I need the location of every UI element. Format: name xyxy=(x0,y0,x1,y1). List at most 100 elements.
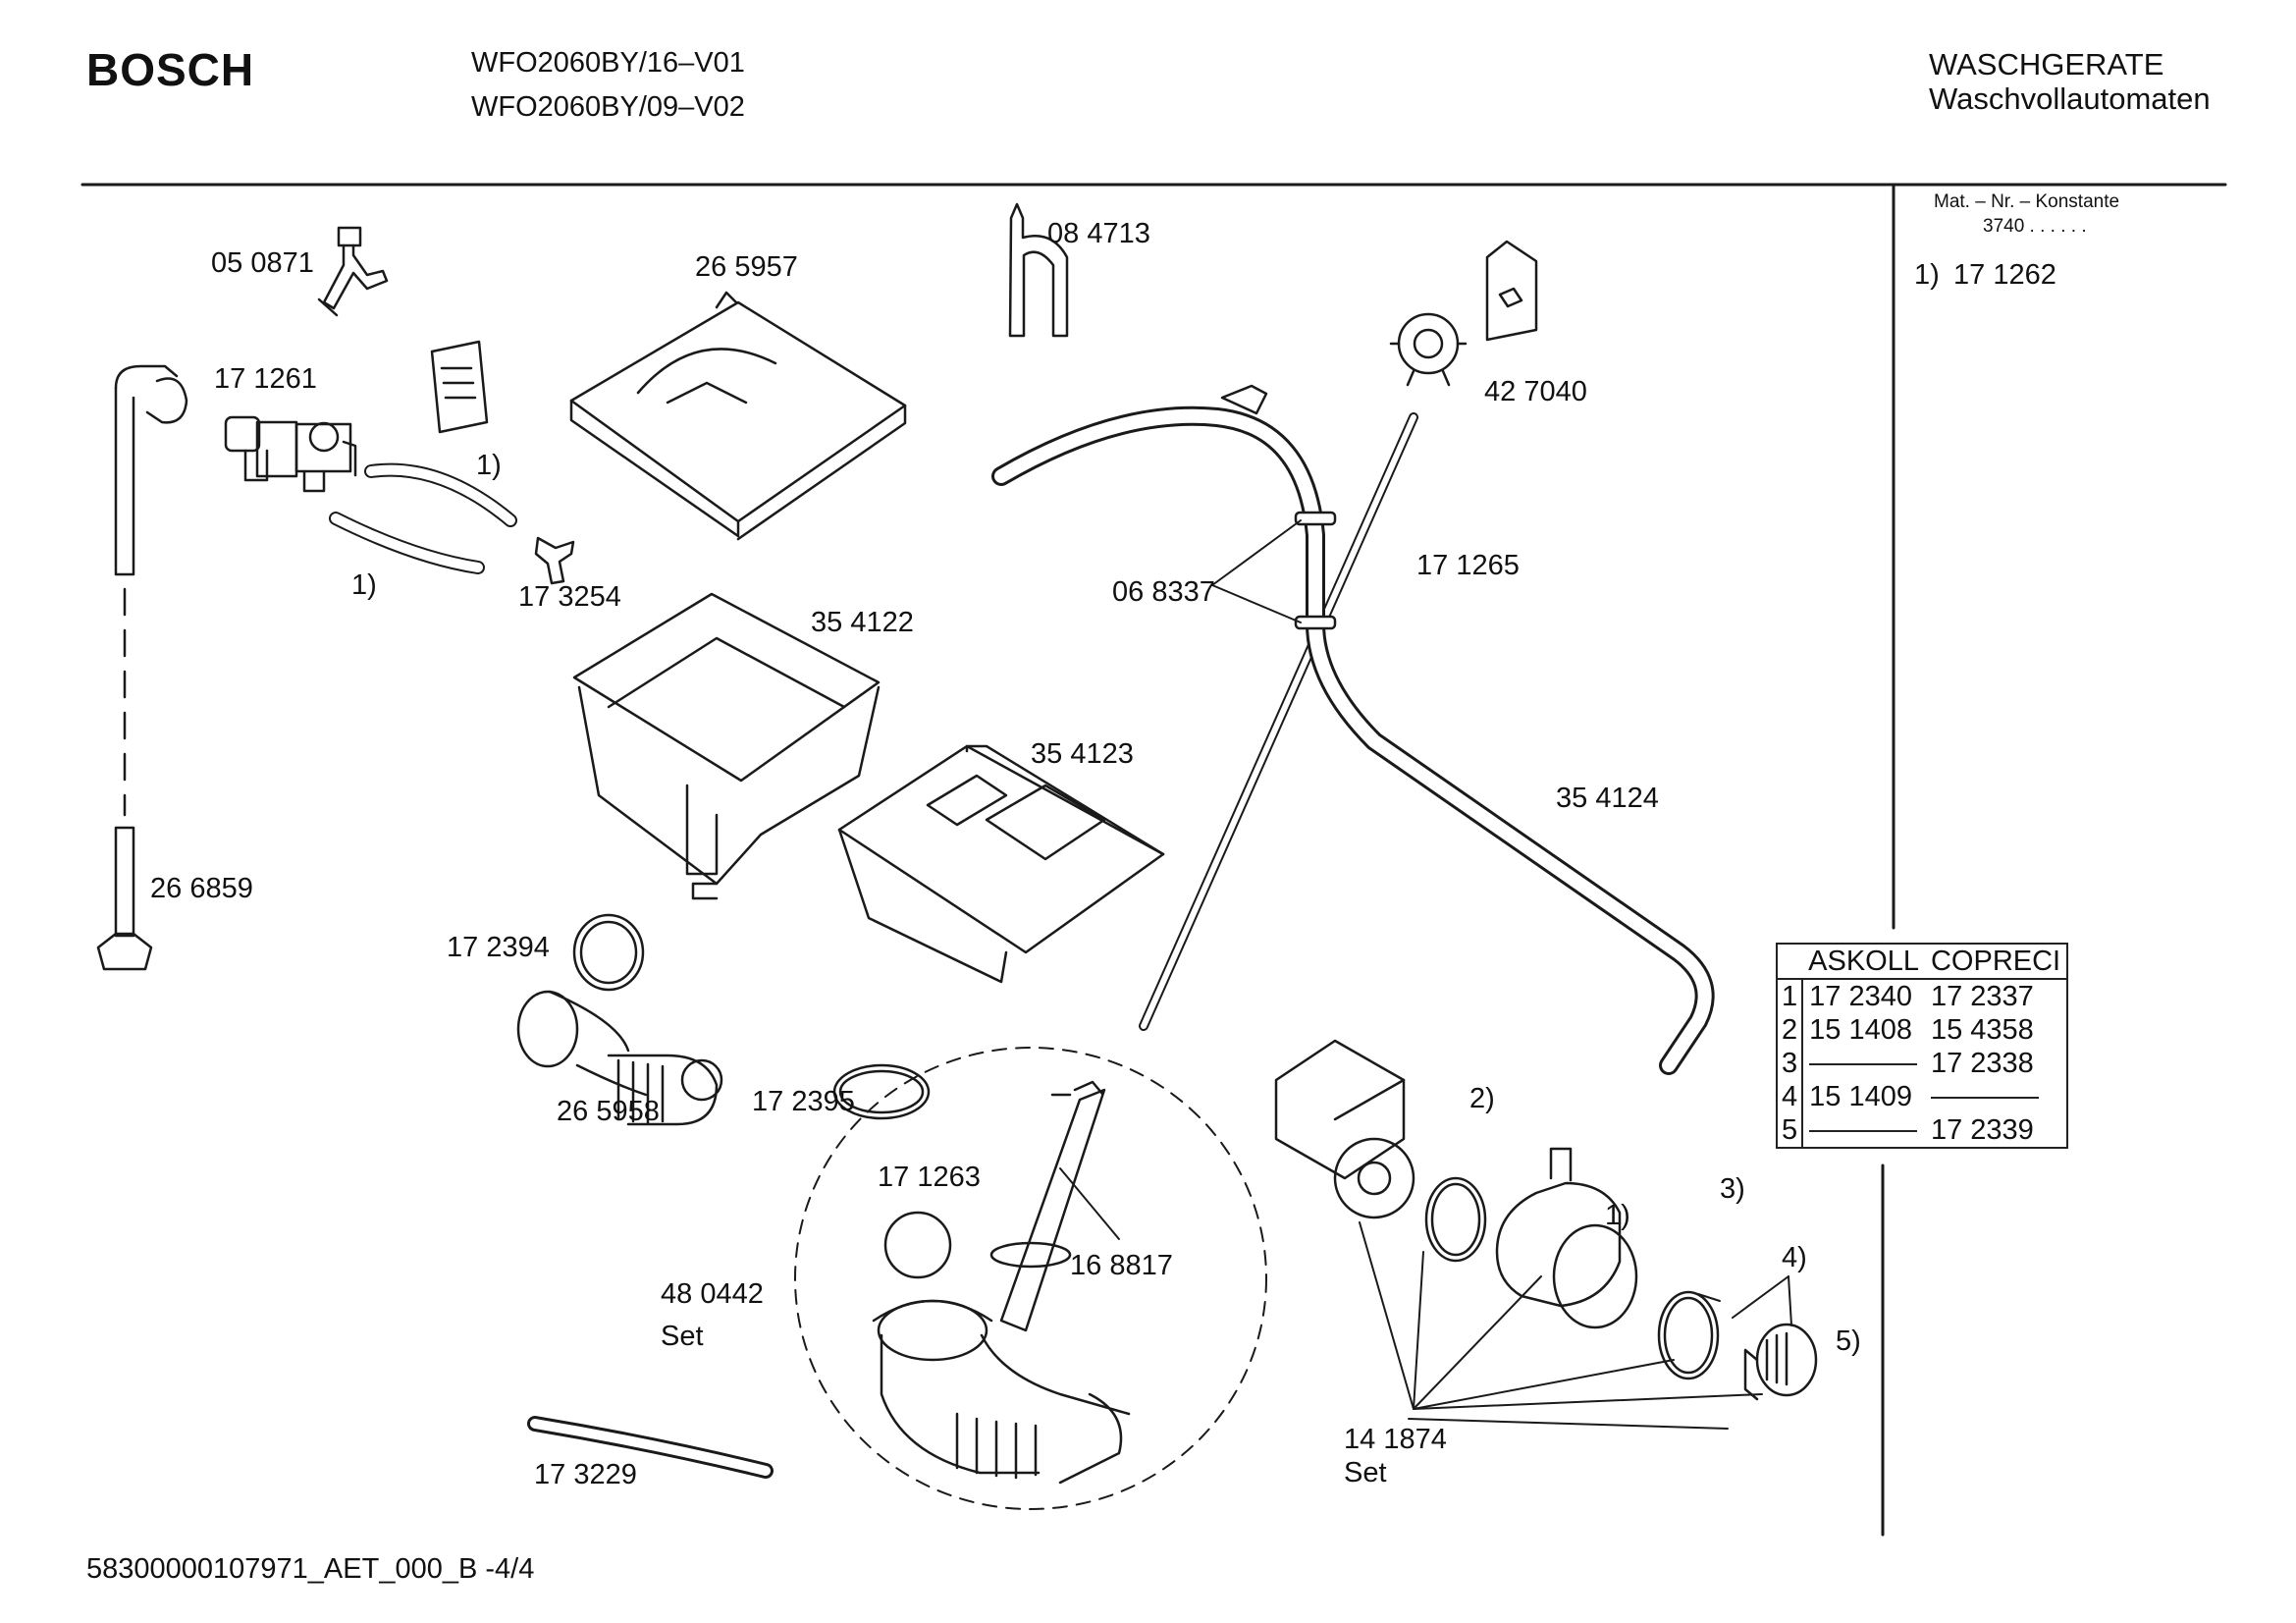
copreci-part: 17 2339 xyxy=(1930,1114,2034,1146)
copreci-part: 15 4358 xyxy=(1930,1014,2034,1046)
askoll-part-none xyxy=(1802,1047,1925,1080)
part-label-173254: 17 3254 xyxy=(518,581,621,613)
part-label-172394: 17 2394 xyxy=(447,932,550,963)
supplier-table-header-copreci: COPRECI xyxy=(1924,944,2068,980)
material-number-value: 3740 . . . . . . xyxy=(1983,216,2087,237)
table-row: 4 15 1409 xyxy=(1777,1080,2067,1113)
label-card-part xyxy=(430,340,489,434)
not-available-dash xyxy=(1809,1130,1918,1133)
row-index: 5 xyxy=(1777,1113,1804,1148)
copreci-part: 17 2338 xyxy=(1930,1048,2034,1079)
category-subtitle: Waschvollautomaten xyxy=(1929,81,2211,116)
hose-clamp-lower xyxy=(1294,615,1337,630)
part-label-068337: 06 8337 xyxy=(1112,576,1215,608)
askoll-part: 15 1409 xyxy=(1809,1081,1912,1112)
part-label-172395: 17 2395 xyxy=(752,1086,855,1117)
part-label-168817: 16 8817 xyxy=(1070,1250,1173,1281)
filter-seal-ring-part xyxy=(1657,1290,1720,1380)
askoll-part-none xyxy=(1802,1113,1925,1148)
table-row: 2 15 1408 15 4358 xyxy=(1777,1013,2067,1047)
pressure-switch-bracket-part xyxy=(1485,240,1538,342)
sump-set-boundary xyxy=(794,1047,1267,1510)
drain-hose-part xyxy=(527,1416,774,1479)
callout-1-pump-housing: 1) xyxy=(1605,1200,1630,1231)
part-label-084713: 08 4713 xyxy=(1047,218,1150,249)
part-label-050871: 05 0871 xyxy=(211,247,314,279)
row-index: 4 xyxy=(1777,1080,1804,1113)
dispenser-housing-part xyxy=(572,592,881,900)
detergent-drawer-part xyxy=(837,744,1165,984)
part-label-480442: 48 0442 xyxy=(661,1278,764,1310)
drain-pump-motor-part xyxy=(1274,1039,1415,1219)
model-number-2: WFO2060BY/09–V02 xyxy=(471,91,745,123)
supplier-table: ASKOLL COPRECI 1 17 2340 17 2337 2 15 14… xyxy=(1776,943,2069,1149)
supplier-table-header-idx xyxy=(1777,944,1803,980)
callout-2: 2) xyxy=(1469,1083,1495,1114)
leader-lines xyxy=(1059,519,1792,1430)
short-hose-2 xyxy=(329,512,485,574)
y-piece-part xyxy=(534,536,575,585)
sidebar-note-index: 1) xyxy=(1914,259,1940,291)
sidebar-note-part: 17 1262 xyxy=(1953,259,2056,291)
part-label-171265: 17 1265 xyxy=(1416,550,1520,581)
part-label-265958: 26 5958 xyxy=(557,1096,660,1127)
copreci-part-none xyxy=(1925,1080,2067,1113)
clamp-ring-part xyxy=(989,1241,1072,1269)
part-label-427040: 42 7040 xyxy=(1484,376,1587,407)
supplier-table-header-askoll: ASKOLL xyxy=(1802,944,1925,980)
pump-housing-part xyxy=(1495,1147,1638,1329)
brand-logo: BOSCH xyxy=(86,44,255,95)
sump-gasket-part xyxy=(832,1063,931,1120)
pressure-tube-part xyxy=(1139,412,1418,1031)
document-id: 58300000107971_AET_000_B -4/4 xyxy=(86,1553,535,1585)
table-row: 5 17 2339 xyxy=(1777,1113,2067,1148)
not-available-dash xyxy=(1930,1097,2039,1100)
part-label-173229: 17 3229 xyxy=(534,1459,637,1490)
table-row: 3 17 2338 xyxy=(1777,1047,2067,1080)
table-row: 1 17 2340 17 2337 xyxy=(1777,979,2067,1013)
gasket-ring-part xyxy=(572,913,645,992)
callout-1-lower-hose: 1) xyxy=(351,569,377,601)
not-available-dash xyxy=(1809,1063,1918,1066)
hose-clamp-upper xyxy=(1294,511,1337,526)
short-hose-1 xyxy=(364,462,517,527)
y-connector-part xyxy=(317,226,389,317)
part-label-171263: 17 1263 xyxy=(878,1162,981,1193)
inlet-valve-part xyxy=(224,415,357,493)
category-title: WASCHGERATE xyxy=(1929,47,2164,81)
part-label-354124: 35 4124 xyxy=(1556,783,1659,814)
long-hose-part xyxy=(991,384,1715,1075)
callout-4: 4) xyxy=(1782,1242,1807,1273)
callout-1-upper-hose: 1) xyxy=(476,450,502,481)
askoll-part: 15 1408 xyxy=(1809,1014,1912,1046)
supplier-table-header: ASKOLL COPRECI xyxy=(1777,944,2068,980)
ball-valve-part xyxy=(883,1211,952,1279)
part-label-141874: 14 1874 xyxy=(1344,1424,1447,1455)
bellows-hose-part xyxy=(516,990,723,1126)
part-label-266859: 26 6859 xyxy=(150,873,253,904)
model-number-1: WFO2060BY/16–V01 xyxy=(471,47,745,79)
pump-seal-ring-part xyxy=(1424,1176,1487,1263)
pressure-switch-part xyxy=(1389,312,1468,387)
part-label-265957: 26 5957 xyxy=(695,251,798,283)
part-label-354123: 35 4123 xyxy=(1031,738,1134,770)
part-label-171261: 17 1261 xyxy=(214,363,317,395)
supply-pipe-part xyxy=(96,364,188,971)
copreci-part: 17 2337 xyxy=(1930,981,2034,1012)
row-index: 3 xyxy=(1777,1047,1804,1080)
material-number-title: Mat. – Nr. – Konstante xyxy=(1934,191,2120,212)
row-index: 1 xyxy=(1777,979,1804,1013)
part-label-354122: 35 4122 xyxy=(811,607,914,638)
part-label-141874-set: Set xyxy=(1344,1457,1387,1488)
sump-hose-part xyxy=(872,1299,1131,1485)
row-index: 2 xyxy=(1777,1013,1804,1047)
askoll-part: 17 2340 xyxy=(1809,981,1912,1012)
heater-sensor-part xyxy=(999,1080,1106,1332)
part-label-480442-set: Set xyxy=(661,1321,704,1352)
callout-3: 3) xyxy=(1720,1173,1745,1205)
filter-insert-part xyxy=(1743,1323,1818,1401)
hose-clip-part xyxy=(1008,202,1069,338)
callout-5: 5) xyxy=(1836,1325,1861,1357)
dispenser-top-frame-part xyxy=(569,291,907,541)
